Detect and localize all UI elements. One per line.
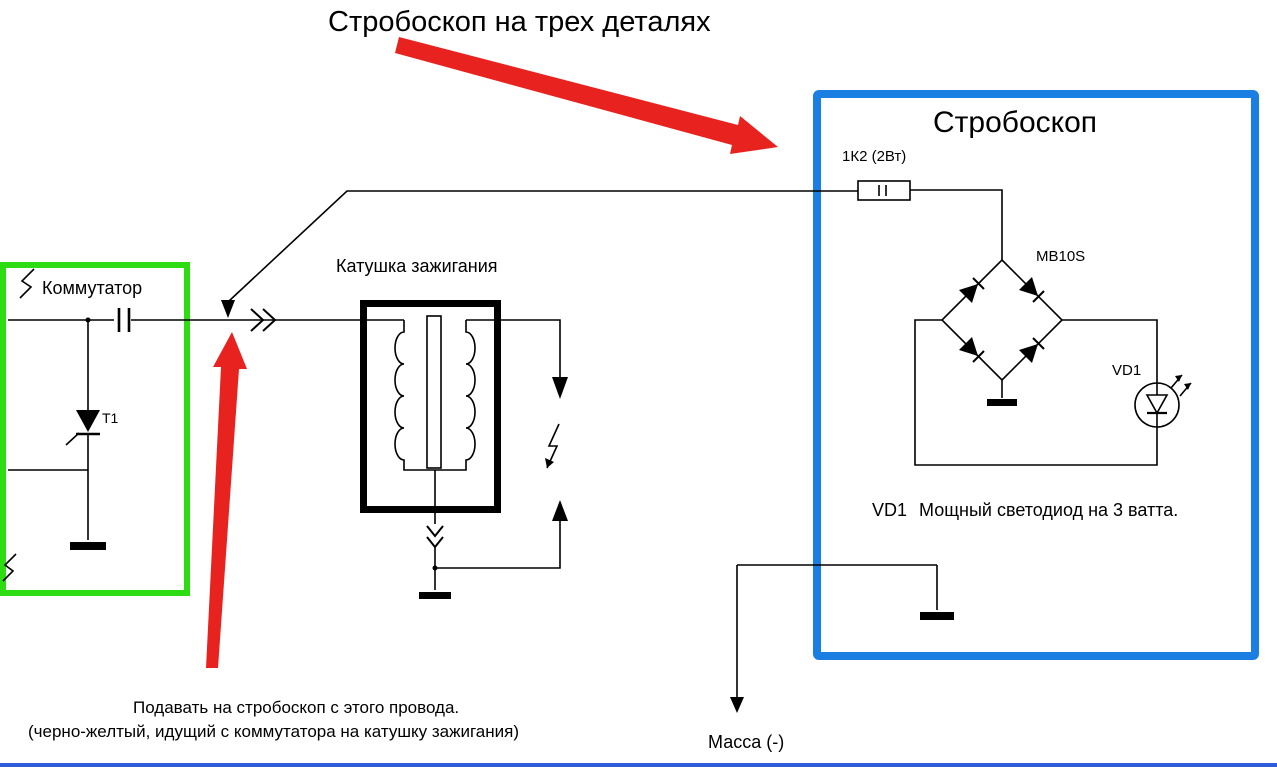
mass-label: Масса (-) (708, 732, 785, 752)
annotation-line1: Подавать на стробоскоп с этого провода. (133, 698, 460, 717)
page-title: Стробоскоп на трех деталях (328, 6, 711, 38)
commutator-box (0, 262, 190, 596)
ignition-coil-label: Катушка зажигания (336, 256, 498, 276)
annotation-line2: (черно-желтый, идущий с коммутатора на к… (28, 722, 519, 741)
red-arrow-to-wire (206, 332, 247, 668)
coil-junction-dot (432, 565, 438, 571)
spark-arrow-down-icon (552, 377, 568, 399)
led-label: VD1 (1112, 362, 1142, 379)
lightning-arrowhead-icon (545, 458, 554, 468)
resistor-label: 1К2 (2Вт) (842, 148, 907, 165)
led-note: VD1 Мощный светодиод на 3 ватта. (872, 500, 1178, 521)
lightning-icon (546, 423, 560, 469)
stroboscope-label: Стробоскоп (933, 106, 1098, 139)
tap-wire (228, 190, 858, 302)
coil-chevrons-icon (426, 525, 444, 549)
stroboscope-box (813, 90, 1259, 660)
ground-coil-icon (419, 592, 451, 599)
spark-return-wire (435, 520, 561, 569)
bridge-label: MB10S (1036, 248, 1086, 265)
thyristor-label: T1 (102, 410, 119, 426)
connector-chevrons-icon (250, 308, 277, 332)
bottom-blue-bar (0, 763, 1277, 767)
led-note-ref: VD1 (872, 500, 908, 520)
led-note-text: Мощный светодиод на 3 ватта. (919, 500, 1179, 520)
commutator-label: Коммутатор (42, 278, 143, 298)
junction-arrow-icon (221, 300, 235, 318)
spark-arrow-up-icon (552, 500, 568, 521)
ignition-coil-box (360, 300, 501, 513)
mass-arrowhead-icon (730, 697, 744, 713)
red-arrow-to-stroboscope (395, 37, 778, 154)
